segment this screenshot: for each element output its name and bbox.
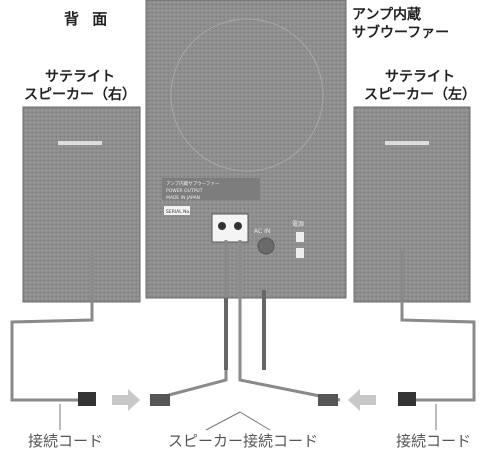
arrow-right-icon: [348, 389, 376, 411]
left-satellite-label: サテライト スピーカー（左）: [364, 69, 476, 103]
cord-right-label: 接続コード: [396, 432, 472, 450]
cord-left-label: 接続コード: [28, 432, 104, 450]
cables: [10, 240, 476, 402]
speaker-terminals: [211, 213, 249, 243]
sub-line-3: MADE IN JAPAN: [166, 195, 200, 201]
left-badge-plate: [385, 141, 429, 145]
right-satellite-label: サテライト スピーカー（右）: [24, 69, 136, 103]
speaker-plug-right: [318, 394, 338, 406]
speaker-plug-left: [150, 394, 170, 406]
power-switch: 電源: [292, 220, 304, 258]
subwoofer-label-plate: アンプ内蔵サブウーファー POWER OUTPUT MADE IN JAPAN …: [162, 178, 260, 215]
left-satellite-body: [353, 106, 471, 303]
ac-in-label: AC IN: [254, 228, 270, 235]
sub-line-1: アンプ内蔵サブウーファー: [166, 180, 220, 187]
switch-label: 電源: [292, 220, 304, 228]
ac-inlet: AC IN: [254, 228, 275, 255]
plug-right: [398, 392, 416, 406]
right-badge-plate: [58, 141, 102, 145]
plug-left: [78, 392, 96, 406]
arrow-left-icon: [112, 389, 140, 411]
speaker-cord-label: スピーカー接続コード: [168, 432, 319, 450]
subwoofer-body: [145, 0, 347, 299]
sub-line-2: POWER OUTPUT: [166, 188, 203, 194]
subwoofer-grille-circle: [170, 18, 324, 172]
right-satellite-body: [22, 106, 141, 303]
subwoofer-label: アンプ内蔵 サブウーファー: [352, 7, 450, 41]
sub-badge: SERIAL No.: [166, 209, 191, 215]
rear-view-title: 背 面: [64, 10, 112, 28]
pointer-lines: [59, 404, 437, 431]
